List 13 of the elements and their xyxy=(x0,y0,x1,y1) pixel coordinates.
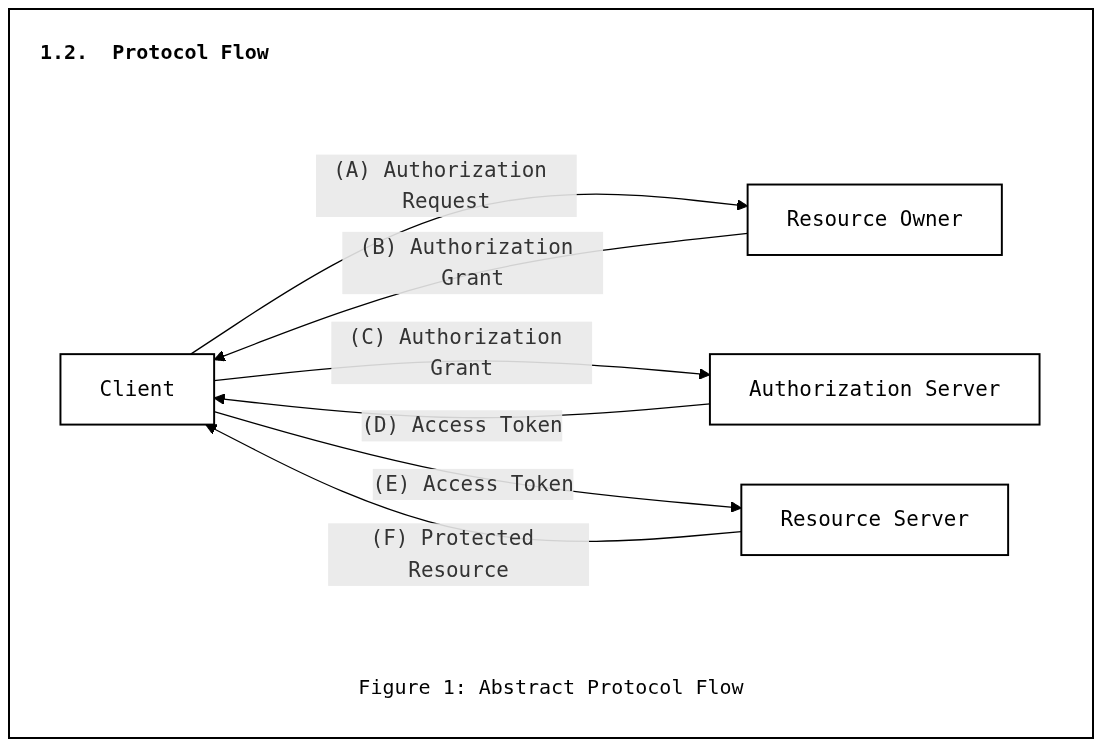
figure-caption: Figure 1: Abstract Protocol Flow xyxy=(357,675,745,699)
arrow xyxy=(205,423,742,542)
edge-label: (D) Access Token xyxy=(361,412,563,438)
edge-label: (C) Authorization Grant xyxy=(348,323,563,381)
edge-label: (E) Access Token xyxy=(372,471,574,496)
node-box: Authorization Server xyxy=(708,353,1041,426)
edge-label: (B) Authorization Grant xyxy=(359,234,574,291)
edge-label: (A) Authorization Request xyxy=(333,156,547,213)
node-box: Resource Owner xyxy=(746,183,1003,256)
section-heading: 1.2. Protocol Flow xyxy=(40,40,269,64)
node-box: Client xyxy=(59,353,216,426)
edge-label: (F) Protected Resource xyxy=(370,525,534,582)
node-box: Resource Server xyxy=(740,483,1010,556)
